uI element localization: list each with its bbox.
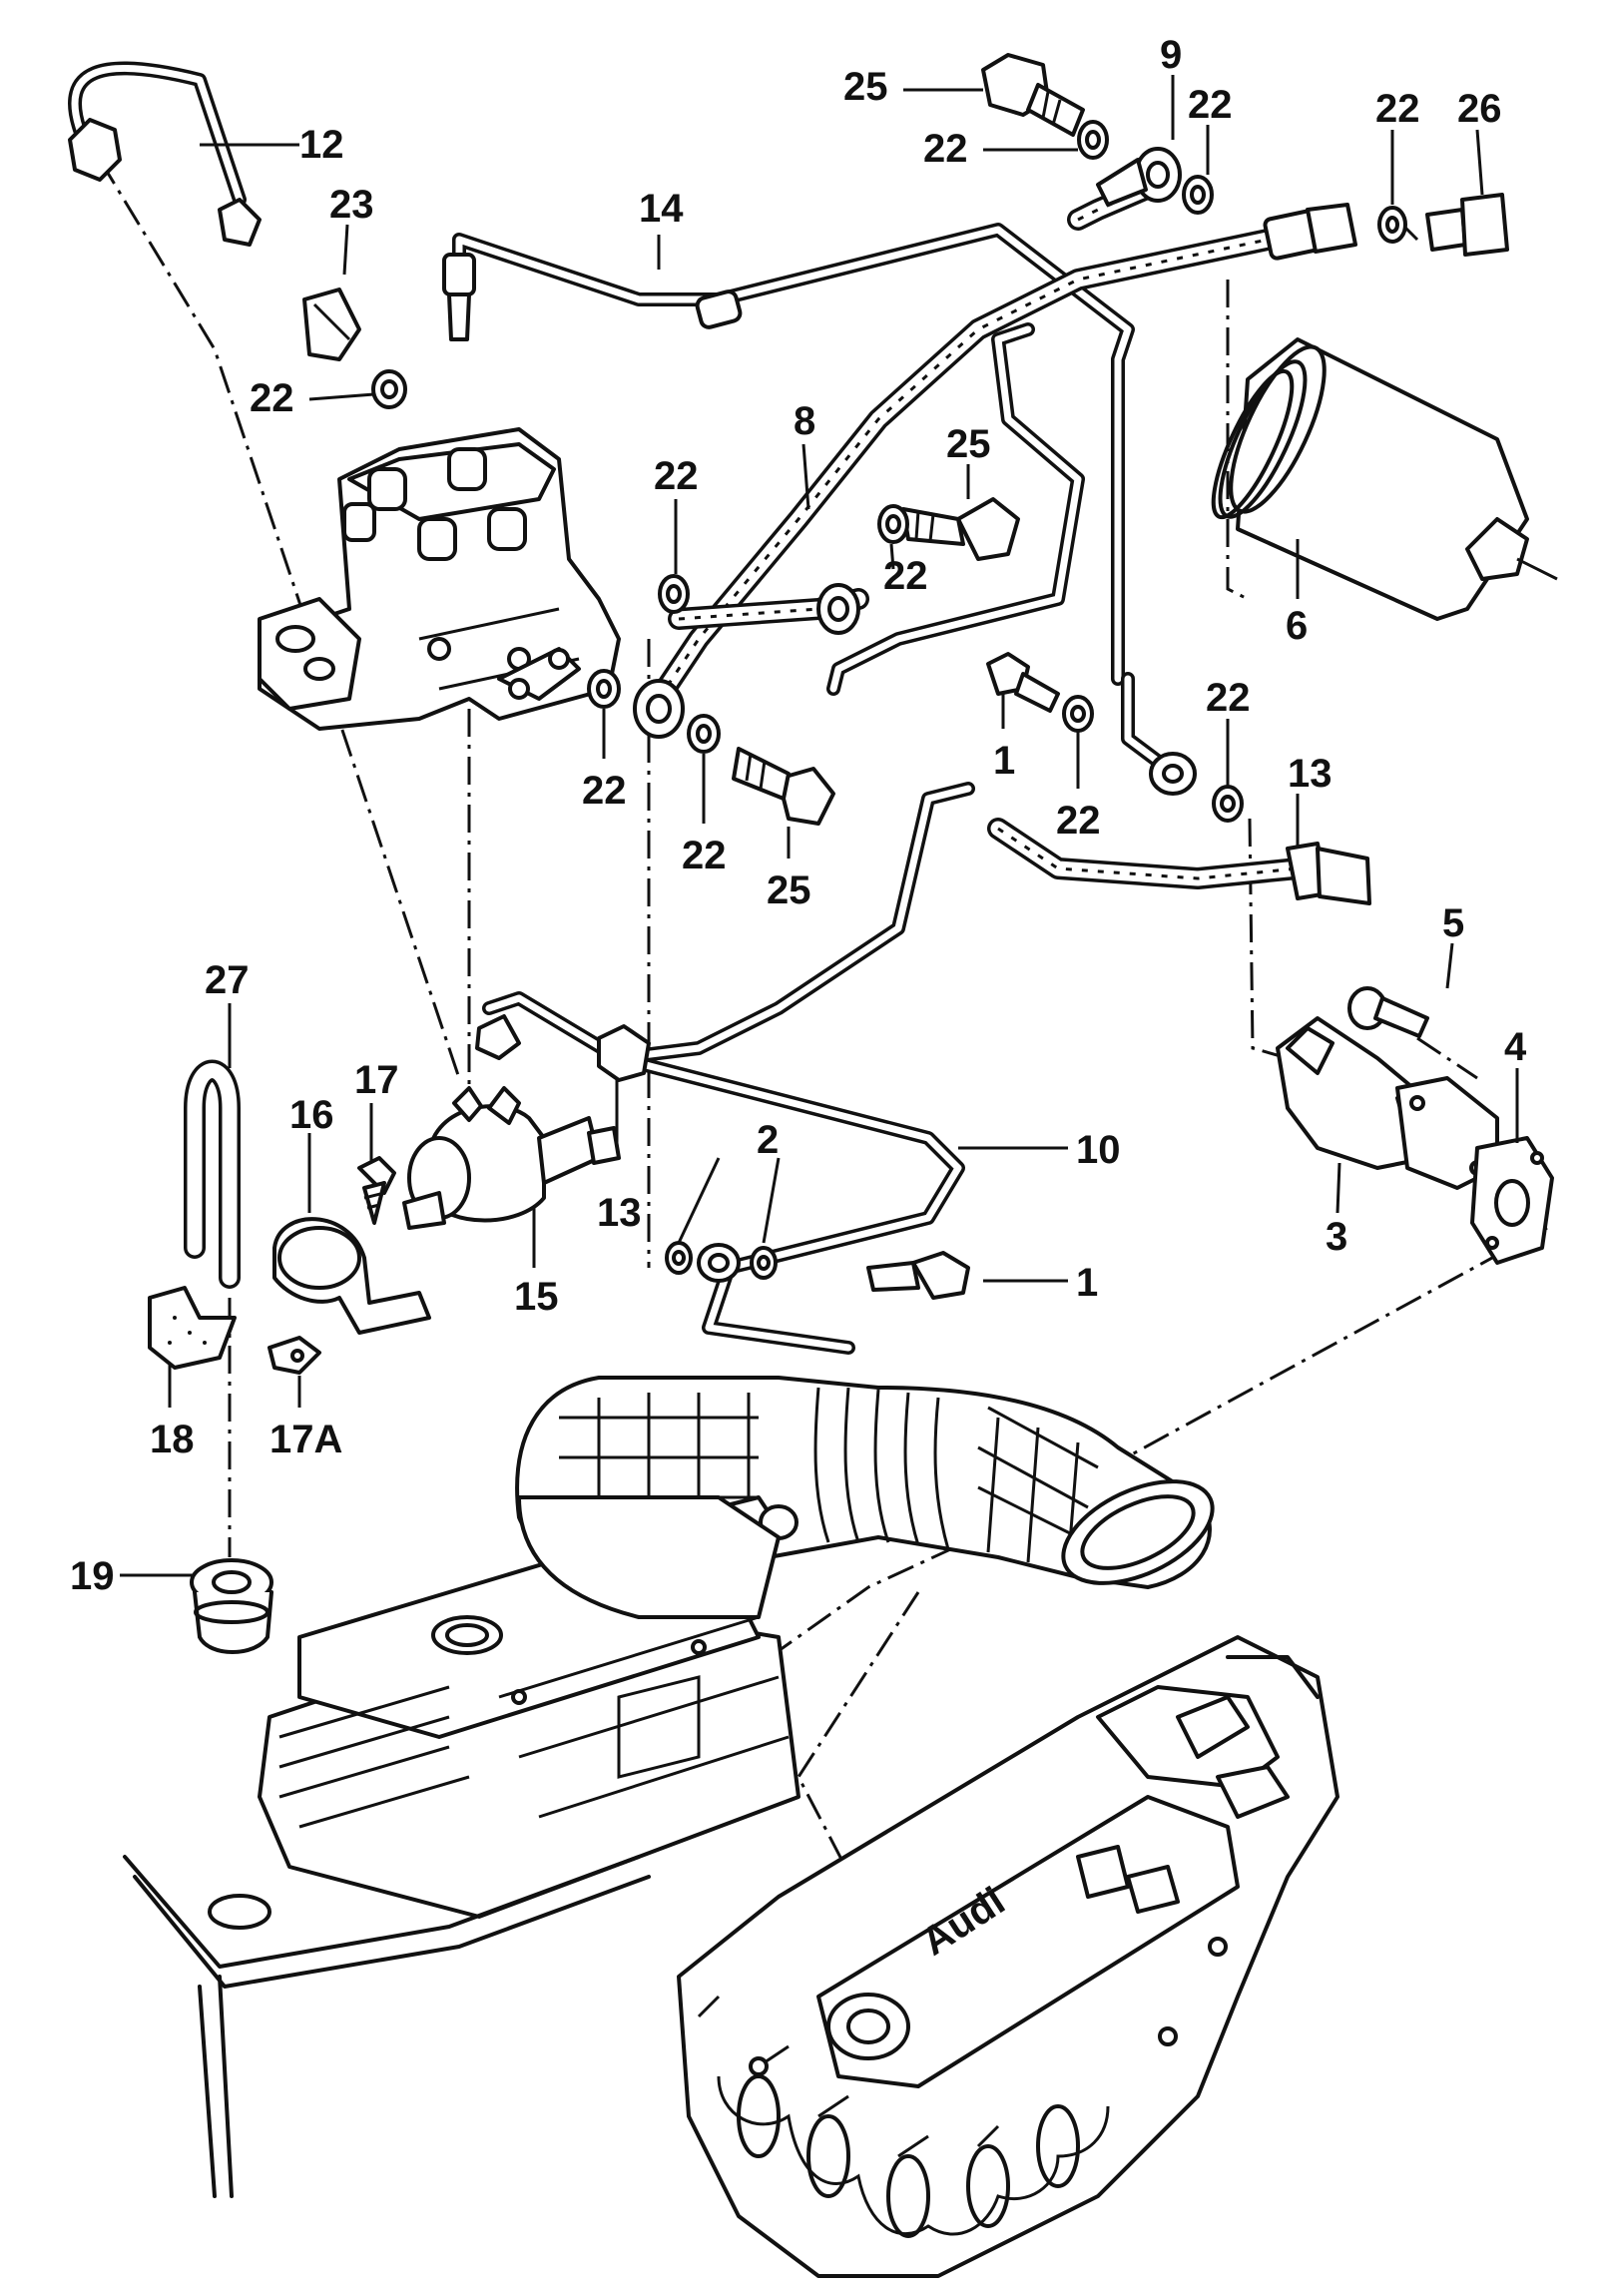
banjo-lower <box>633 679 685 739</box>
fuel-line-10 <box>482 782 975 1065</box>
callout-25: 25 <box>843 65 888 109</box>
cold-start-valve <box>1276 1016 1499 1190</box>
callout-2: 2 <box>757 1118 779 1162</box>
screw-5 <box>1347 986 1429 1038</box>
pressure-regulator <box>402 1086 621 1230</box>
callout-1: 1 <box>993 739 1015 783</box>
screw-17 <box>357 1156 396 1225</box>
vent-hose-27 <box>184 1059 241 1289</box>
callout-10: 10 <box>1076 1128 1121 1172</box>
intake-manifold: Audi <box>677 1635 1339 2278</box>
callout-18: 18 <box>150 1418 195 1461</box>
body-panel <box>123 1855 651 2198</box>
bolt-25-top <box>981 53 1085 137</box>
gasket-4 <box>1470 1136 1554 1265</box>
callout-22: 22 <box>883 554 928 598</box>
callout-22: 22 <box>582 769 627 813</box>
callout-22: 22 <box>654 454 699 498</box>
banjo-right <box>1149 752 1197 796</box>
line-clip <box>497 647 581 701</box>
callout-16: 16 <box>289 1093 334 1137</box>
callout-22: 22 <box>1056 799 1101 843</box>
callout-22: 22 <box>1206 676 1251 720</box>
fitting-13-left <box>597 1024 651 1082</box>
fuel-line-10b <box>612 1051 965 1355</box>
callout-15: 15 <box>514 1275 559 1319</box>
callout-17a: 17A <box>269 1418 342 1461</box>
callout-labels: 12 23 22 14 25 22 9 22 22 26 8 22 25 22 … <box>70 33 1527 1598</box>
union-23 <box>302 287 361 361</box>
callout-9: 9 <box>1160 33 1182 77</box>
callout-27: 27 <box>205 958 250 1002</box>
callout-26: 26 <box>1457 87 1502 131</box>
callout-13: 13 <box>597 1191 642 1235</box>
callout-25: 25 <box>946 422 991 466</box>
callout-25: 25 <box>767 868 811 912</box>
fuel-lines <box>68 61 1175 1355</box>
air-box <box>258 1495 800 1919</box>
banjo-8 <box>816 583 860 635</box>
fuel-line-side <box>826 322 1085 696</box>
fitting-14-end <box>442 253 743 341</box>
sealing-washers <box>371 120 1407 1280</box>
callout-4: 4 <box>1504 1025 1527 1069</box>
hose-8 <box>648 229 1279 710</box>
grommet-19 <box>190 1558 273 1654</box>
bolt-1-lower <box>866 1251 970 1300</box>
pad-18 <box>148 1286 237 1370</box>
fitting-13-right <box>1286 842 1371 905</box>
callout-5: 5 <box>1442 901 1464 945</box>
callout-22: 22 <box>250 376 294 420</box>
fuel-filter <box>1211 337 1558 621</box>
bolt-25-mid <box>901 497 1020 561</box>
callout-22: 22 <box>1375 87 1420 131</box>
callout-14: 14 <box>639 187 684 231</box>
fuel-distributor <box>258 427 621 731</box>
callout-6: 6 <box>1286 604 1308 648</box>
callout-3: 3 <box>1326 1215 1347 1259</box>
fuel-line-filter-out <box>1121 672 1175 776</box>
callout-17: 17 <box>354 1058 399 1102</box>
hose-13 <box>987 818 1309 889</box>
clip-17a <box>267 1336 321 1375</box>
callout-22: 22 <box>1188 83 1233 127</box>
callout-12: 12 <box>299 123 344 167</box>
union-26 <box>1425 193 1509 257</box>
bolt-1-upper <box>986 652 1060 713</box>
callout-19: 19 <box>70 1554 115 1598</box>
fitting-nut-12 <box>68 118 262 247</box>
callout-8: 8 <box>794 399 815 443</box>
fuel-line-14 <box>452 223 1135 686</box>
callout-1: 1 <box>1076 1261 1098 1305</box>
callout-13: 13 <box>1288 752 1332 796</box>
clamp-16 <box>272 1217 431 1335</box>
hose-end-26 <box>1263 203 1357 261</box>
fitting-10-end <box>475 1014 521 1060</box>
callout-23: 23 <box>329 183 374 227</box>
bolt-25-lower <box>732 747 835 826</box>
banjo-9 <box>1096 147 1182 207</box>
fittings <box>68 53 1509 1300</box>
callout-22: 22 <box>923 127 968 171</box>
callout-leaders <box>120 75 1519 1577</box>
fuel-line-12 <box>68 61 247 207</box>
banjo-2 <box>697 1243 741 1283</box>
callout-22: 22 <box>682 834 727 877</box>
